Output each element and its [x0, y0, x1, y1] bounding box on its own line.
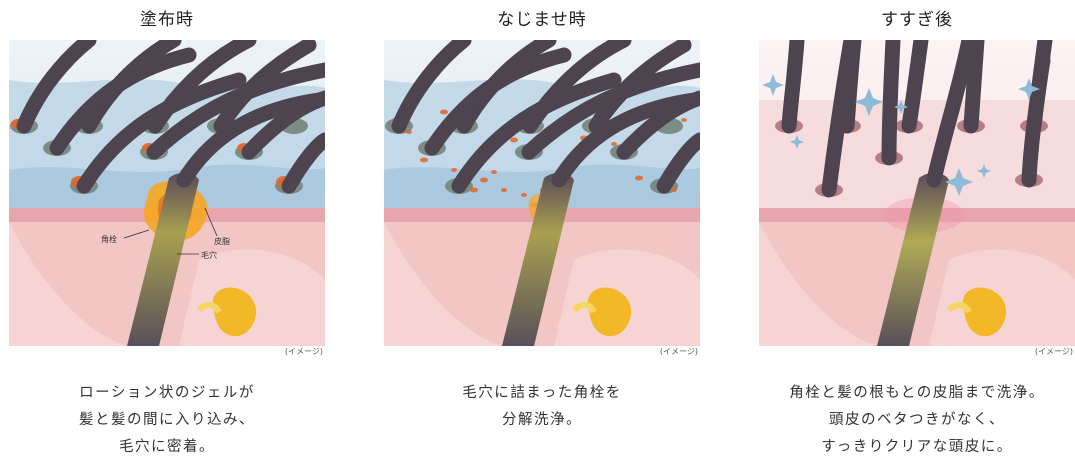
panel-blending: なじませ時: [384, 0, 700, 464]
caption-line: 髪と髪の間に入り込み、: [79, 412, 255, 428]
caption-line: 分解洗浄。: [502, 412, 582, 428]
panel-title: すすぎ後: [881, 10, 953, 30]
image-note: (イメージ): [1034, 347, 1073, 356]
panel-caption: 角栓と髪の根もとの皮脂まで洗浄。 頭皮のベタつきがなく、 すっきりクリアな頭皮に…: [749, 380, 1075, 461]
sparkle-icon: [762, 74, 1040, 196]
panel-application: 塗布時: [9, 0, 325, 464]
scalp-illustration-blending: [384, 40, 700, 346]
caption-line: すっきりクリアな頭皮に。: [821, 439, 1013, 455]
scalp-illustration-application: 角栓 皮脂 毛穴: [9, 40, 325, 346]
caption-line: 毛穴に詰まった角栓を: [462, 385, 622, 401]
label-sebum: 皮脂: [214, 236, 230, 246]
panel-rinse: すすぎ後: [759, 0, 1075, 464]
panel-title: 塗布時: [140, 10, 194, 30]
caption-line: 頭皮のベタつきがなく、: [829, 412, 1005, 428]
panel-caption: ローション状のジェルが 髪と髪の間に入り込み、 毛穴に密着。: [0, 380, 335, 461]
scalp-illustration-rinse: [759, 40, 1075, 346]
image-note: (イメージ): [284, 347, 323, 356]
caption-line: 角栓と髪の根もとの皮脂まで洗浄。: [789, 385, 1045, 401]
label-plug: 角栓: [101, 234, 117, 244]
image-note: (イメージ): [659, 347, 698, 356]
caption-line: 毛穴に密着。: [119, 439, 215, 455]
panel-caption: 毛穴に詰まった角栓を 分解洗浄。: [374, 380, 710, 434]
panel-title: なじませ時: [497, 10, 587, 30]
caption-line: ローション状のジェルが: [79, 385, 255, 401]
label-pore: 毛穴: [201, 250, 217, 260]
